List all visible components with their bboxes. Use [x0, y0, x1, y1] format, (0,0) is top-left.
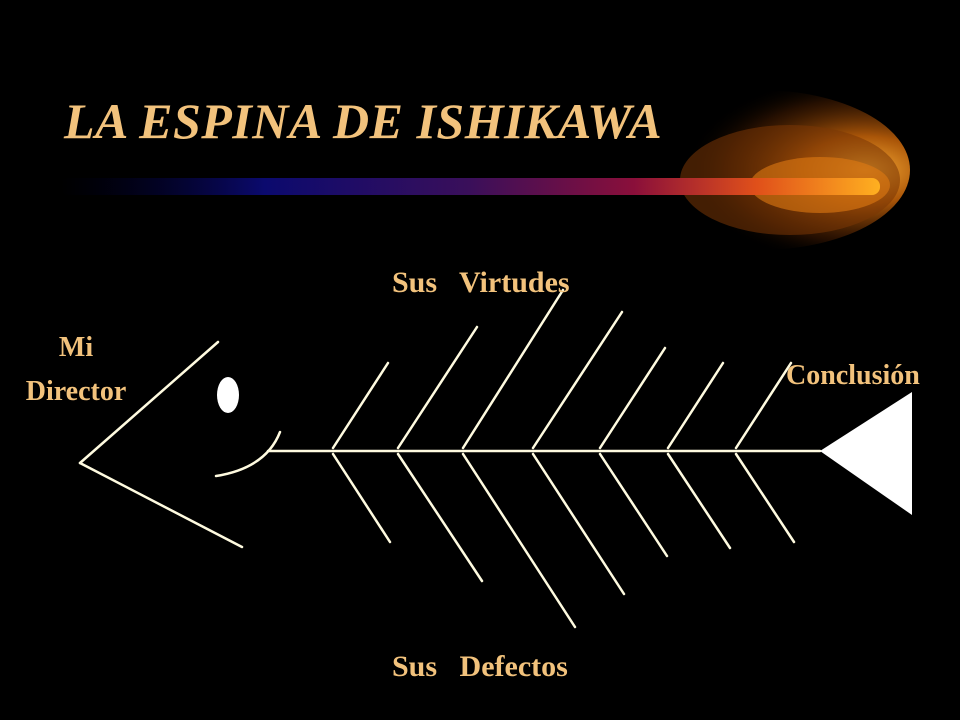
head-lower-line — [78, 461, 244, 549]
upper-bone — [331, 361, 390, 450]
head-label: Mi Director — [8, 326, 144, 414]
upper-bone — [396, 325, 479, 450]
fish-eye — [217, 377, 239, 413]
slide-title: LA ESPINA DE ISHIKAWA — [64, 93, 663, 149]
tail-label-conclusion: Conclusión — [786, 360, 920, 391]
upper-bone — [666, 361, 725, 450]
top-label-virtudes: Sus Virtudes — [392, 266, 570, 299]
fish-tail — [820, 392, 912, 515]
upper-bone — [461, 288, 565, 450]
lower-bone — [734, 452, 796, 544]
head-label-line2: Director — [25, 376, 127, 407]
bottom-label-defectos: Sus Defectos — [392, 650, 568, 683]
lower-bone — [531, 452, 626, 596]
lower-bone — [331, 452, 392, 544]
lower-bone — [598, 452, 669, 558]
head-upper-line — [78, 340, 220, 465]
upper-bone — [531, 310, 624, 450]
lower-bone — [461, 452, 577, 629]
gill-curve — [214, 430, 282, 478]
upper-bone — [734, 361, 793, 450]
lower-bone — [396, 452, 484, 583]
lower-bone — [666, 452, 732, 550]
head-label-line1: Mi — [58, 332, 94, 363]
upper-bone — [598, 346, 667, 450]
